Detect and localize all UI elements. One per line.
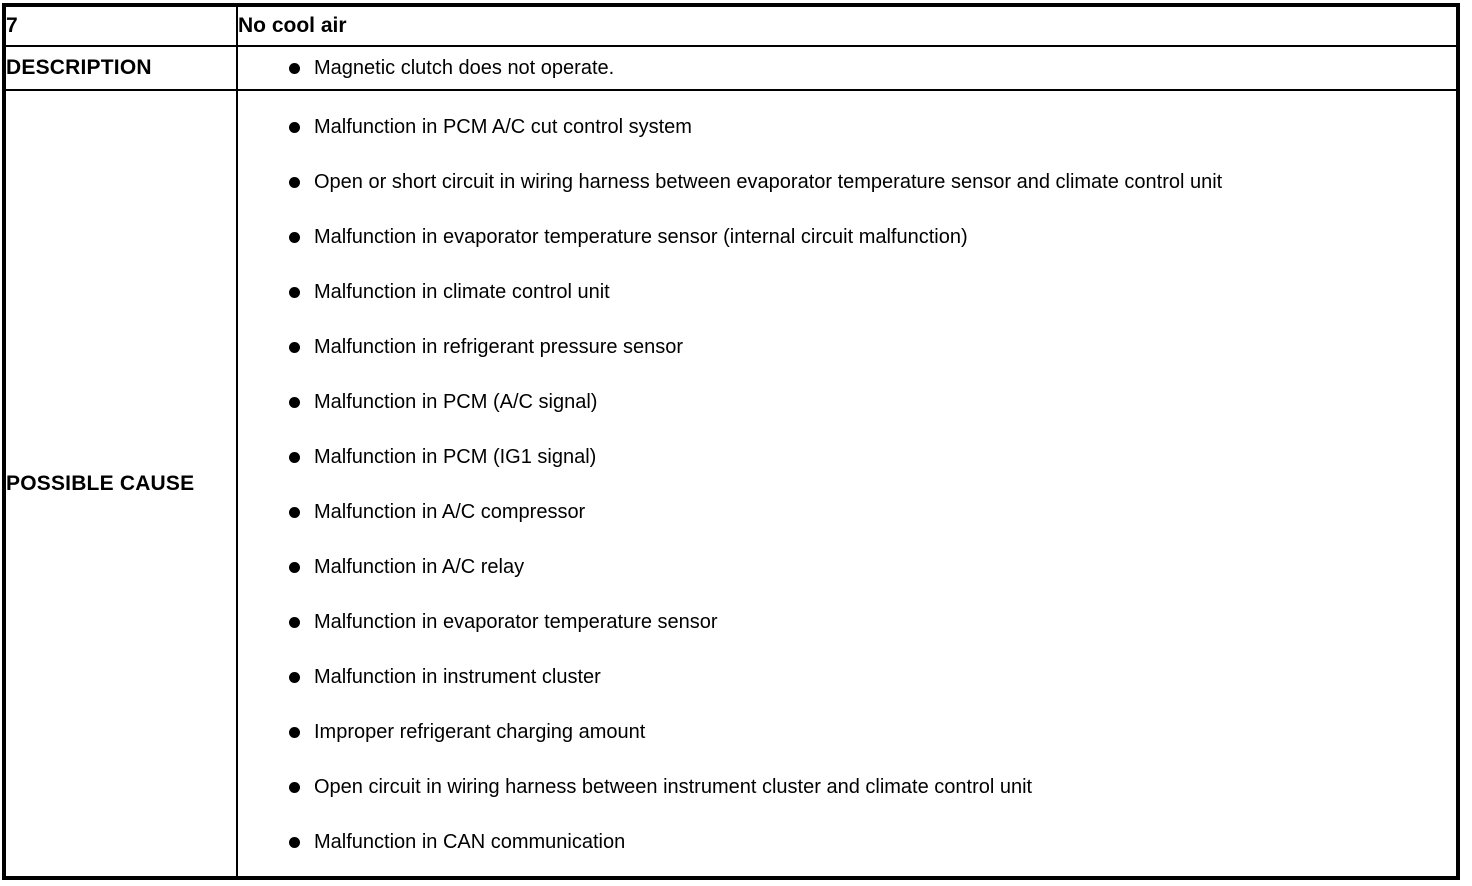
list-item: Malfunction in PCM A/C cut control syste… [238, 112, 1411, 142]
symptom-header-row: 7 No cool air [3, 4, 1459, 47]
list-item-text: Malfunction in instrument cluster [314, 665, 601, 688]
bullet-icon [289, 781, 300, 793]
list-item: Malfunction in CAN communication [238, 827, 1411, 857]
list-item-text: Malfunction in PCM (A/C signal) [314, 390, 598, 413]
list-item: Malfunction in refrigerant pressure sens… [238, 332, 1411, 362]
list-item-text: Malfunction in evaporator temperature se… [314, 610, 718, 633]
list-item: Malfunction in PCM (IG1 signal) [238, 442, 1411, 472]
list-item: Magnetic clutch does not operate. [238, 53, 1456, 83]
list-item: Malfunction in evaporator temperature se… [238, 607, 1411, 637]
list-item: Malfunction in PCM (A/C signal) [238, 387, 1411, 417]
list-item: Malfunction in climate control unit [238, 277, 1411, 307]
list-item-text: Malfunction in evaporator temperature se… [314, 225, 968, 248]
troubleshooting-table: 7 No cool air DESCRIPTION Magnetic clutc… [2, 3, 1460, 880]
bullet-icon [289, 286, 300, 298]
list-item: Malfunction in A/C compressor [238, 497, 1411, 527]
bullet-icon [289, 726, 300, 738]
list-item: Malfunction in A/C relay [238, 552, 1411, 582]
list-item: Malfunction in evaporator temperature se… [238, 222, 1411, 252]
description-cell: Magnetic clutch does not operate. [236, 45, 1459, 91]
item-number: 7 [3, 4, 238, 47]
bullet-icon [289, 231, 300, 243]
description-list: Magnetic clutch does not operate. [238, 53, 1456, 83]
possible-cause-label: POSSIBLE CAUSE [3, 89, 238, 879]
bullet-icon [289, 506, 300, 518]
list-item: Malfunction in instrument cluster [238, 662, 1411, 692]
bullet-icon [289, 341, 300, 353]
list-item-text: Malfunction in A/C relay [314, 555, 525, 578]
symptom-title: No cool air [236, 4, 1459, 47]
possible-cause-list: Malfunction in PCM A/C cut control syste… [238, 101, 1456, 867]
list-item-text: Malfunction in PCM A/C cut control syste… [314, 115, 692, 138]
list-item-text: Malfunction in climate control unit [314, 280, 610, 303]
bullet-icon [289, 63, 300, 74]
bullet-icon [289, 451, 300, 463]
bullet-icon [289, 396, 300, 408]
bullet-icon [289, 561, 300, 573]
list-item-text: Malfunction in refrigerant pressure sens… [314, 335, 684, 358]
list-item-text: Malfunction in CAN communication [314, 830, 626, 853]
description-row: DESCRIPTION Magnetic clutch does not ope… [3, 45, 1459, 91]
bullet-icon [289, 176, 300, 188]
bullet-icon [289, 671, 300, 683]
list-item: Improper refrigerant charging amount [238, 717, 1411, 747]
list-item-text: Magnetic clutch does not operate. [314, 57, 615, 79]
list-item-text: Open circuit in wiring harness between i… [314, 775, 1033, 798]
description-label: DESCRIPTION [3, 45, 238, 91]
list-item-text: Open or short circuit in wiring harness … [314, 170, 1223, 193]
list-item: Open circuit in wiring harness between i… [238, 772, 1411, 802]
possible-cause-cell: Malfunction in PCM A/C cut control syste… [236, 89, 1459, 879]
bullet-icon [289, 616, 300, 628]
list-item-text: Malfunction in PCM (IG1 signal) [314, 445, 597, 468]
possible-cause-row: POSSIBLE CAUSE Malfunction in PCM A/C cu… [3, 89, 1459, 879]
bullet-icon [289, 836, 300, 848]
list-item-text: Malfunction in A/C compressor [314, 500, 586, 523]
bullet-icon [289, 121, 300, 133]
list-item-text: Improper refrigerant charging amount [314, 720, 646, 743]
list-item: Open or short circuit in wiring harness … [238, 167, 1411, 197]
